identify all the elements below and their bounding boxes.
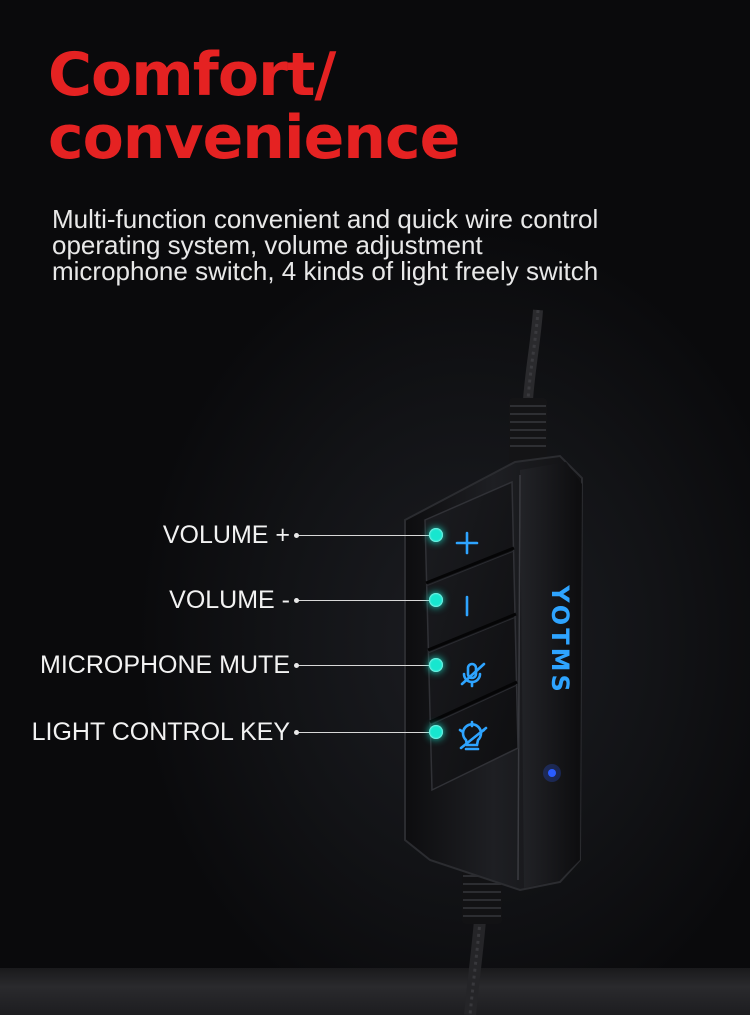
floor-surface: [0, 968, 750, 1015]
callout-label: VOLUME +: [162, 521, 290, 549]
cable-top: [523, 309, 543, 401]
button-marker-dot: [429, 593, 443, 607]
button-marker-dot: [429, 725, 443, 739]
description-line-1: Multi-function convenient and quick wire…: [52, 204, 599, 234]
lightbulb-icon[interactable]: [458, 720, 488, 751]
description-line-3: microphone switch, 4 kinds of light free…: [52, 256, 599, 286]
callout-light-control-key: LIGHT CONTROL KEY: [0, 715, 443, 749]
brand-logo: YOTMS: [546, 584, 574, 694]
cable-bottom: [464, 919, 486, 1015]
plus-icon[interactable]: [455, 531, 479, 555]
callout-label: VOLUME -: [169, 586, 290, 614]
button-marker-dot: [429, 658, 443, 672]
leader-line: [294, 663, 436, 668]
title-line-1: Comfort/: [48, 40, 336, 110]
page-title: Comfort/ convenience: [48, 40, 460, 173]
svg-text:YOTMS: YOTMS: [546, 584, 574, 694]
description-line-2: operating system, volume adjustment: [52, 230, 483, 260]
title-line-2: convenience: [48, 103, 460, 173]
callout-label: MICROPHONE MUTE: [40, 651, 290, 679]
button-marker-dot: [429, 528, 443, 542]
strain-relief-top: [509, 398, 547, 464]
leader-line: [294, 730, 436, 735]
callout-volume-up: VOLUME +: [0, 518, 443, 552]
callout-label: LIGHT CONTROL KEY: [31, 718, 290, 746]
leader-line: [294, 598, 436, 603]
callout-microphone-mute: MICROPHONE MUTE: [0, 648, 443, 682]
indicator-led: [548, 769, 556, 777]
feature-description: Multi-function convenient and quick wire…: [52, 206, 692, 284]
leader-line: [294, 533, 436, 538]
callout-volume-down: VOLUME -: [0, 583, 443, 617]
mic-mute-icon[interactable]: [460, 662, 486, 688]
